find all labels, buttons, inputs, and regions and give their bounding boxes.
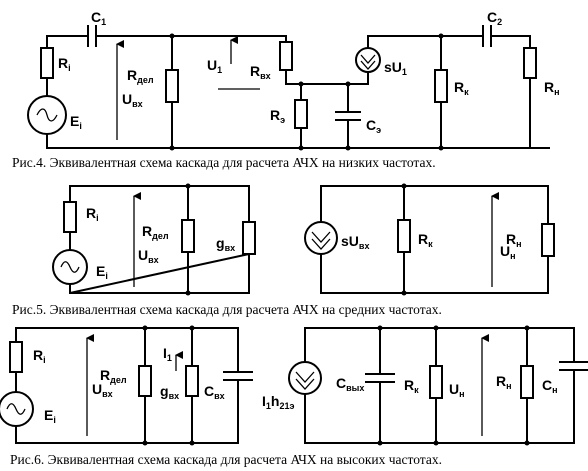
label-ce: Cэ <box>366 117 381 135</box>
circuit-low-frequency: C1 C2 Ri Ei Rдел Uвх U1 Rвх Rэ Cэ sU1 Rк… <box>12 9 560 170</box>
label-rdel: Rдел <box>142 223 169 241</box>
capacitor-c2 <box>482 25 492 47</box>
label-cin: Cвх <box>204 383 225 401</box>
resistor-ri <box>9 341 23 373</box>
resistor-re <box>294 99 308 129</box>
label-uin: Uвх <box>92 381 113 399</box>
resistor-rin <box>279 41 293 71</box>
capacitor-cn <box>559 361 588 371</box>
label-uin: Uвх <box>138 247 159 265</box>
voltage-source-ei <box>52 249 88 285</box>
capacitor-cin <box>223 371 253 381</box>
label-c2: C2 <box>487 9 502 27</box>
label-rdel: Rдел <box>127 67 154 85</box>
circuit-mid-frequency: Ri Ei Rдел Uвх gвх sUвх Rк Uн Rн Рис.5. … <box>12 183 555 317</box>
label-rk: Rк <box>454 79 469 97</box>
resistor-rk <box>434 69 448 103</box>
circuit-high-frequency: Ri Ei Rдел Uвх I1 gвх Cвх I1h21э Cвых Rк… <box>0 325 588 467</box>
label-ri: Ri <box>58 55 71 73</box>
label-rin: Rвх <box>250 63 271 81</box>
label-gin: gвх <box>160 383 179 401</box>
label-rn: Rн <box>544 79 560 97</box>
capacitor-cout <box>365 327 395 444</box>
resistor-gin <box>242 221 256 255</box>
current-source-ih21 <box>288 361 322 395</box>
label-su1: sU1 <box>384 59 407 77</box>
caption-fig4: Рис.4. Эквивалентная схема каскада для р… <box>12 155 436 170</box>
label-ei: Ei <box>96 263 108 281</box>
caption-fig5: Рис.5. Эквивалентная схема каскада для р… <box>12 302 442 317</box>
label-un: Uн <box>449 381 465 399</box>
current-source-suin <box>304 221 338 255</box>
resistor-gin <box>185 365 199 397</box>
label-rk: Rк <box>418 231 433 249</box>
caption-fig6: Рис.6. Эквивалентная схема каскада для р… <box>10 452 442 467</box>
resistor-rk <box>429 365 443 399</box>
label-cout: Cвых <box>336 375 364 393</box>
label-suin: sUвх <box>341 233 369 251</box>
label-ri: Ri <box>33 347 46 365</box>
label-ih21: I1h21э <box>262 393 294 411</box>
label-rn: Rн <box>506 231 522 249</box>
resistor-rn <box>520 365 534 399</box>
resistor-rdel <box>165 69 179 103</box>
label-ei: Ei <box>44 407 56 425</box>
resistor-rdel <box>138 365 152 397</box>
resistor-rn <box>523 47 537 79</box>
resistor-ri <box>40 47 54 79</box>
label-i1: I1 <box>163 345 172 363</box>
label-rn: Rн <box>496 373 512 391</box>
current-source-su1 <box>355 35 381 85</box>
label-uin: Uвх <box>122 91 143 109</box>
label-cn: Cн <box>542 377 558 395</box>
capacitor-ce <box>335 83 361 149</box>
label-gin: gвх <box>216 235 235 253</box>
label-rk: Rк <box>404 377 419 395</box>
label-un: Uн <box>500 243 516 261</box>
label-ei: Ei <box>70 113 82 131</box>
capacitor-c1 <box>87 25 97 47</box>
label-ri: Ri <box>86 205 99 223</box>
label-u1: U1 <box>207 57 222 75</box>
label-rdel: Rдел <box>100 367 127 385</box>
label-c1: C1 <box>91 9 106 27</box>
resistor-ri <box>63 201 77 233</box>
resistor-rn <box>541 223 555 257</box>
label-re: Rэ <box>270 107 285 125</box>
resistor-rk <box>397 219 411 253</box>
voltage-source-ei <box>27 95 67 135</box>
resistor-rdel <box>181 219 195 253</box>
voltage-source-ei <box>0 391 34 427</box>
